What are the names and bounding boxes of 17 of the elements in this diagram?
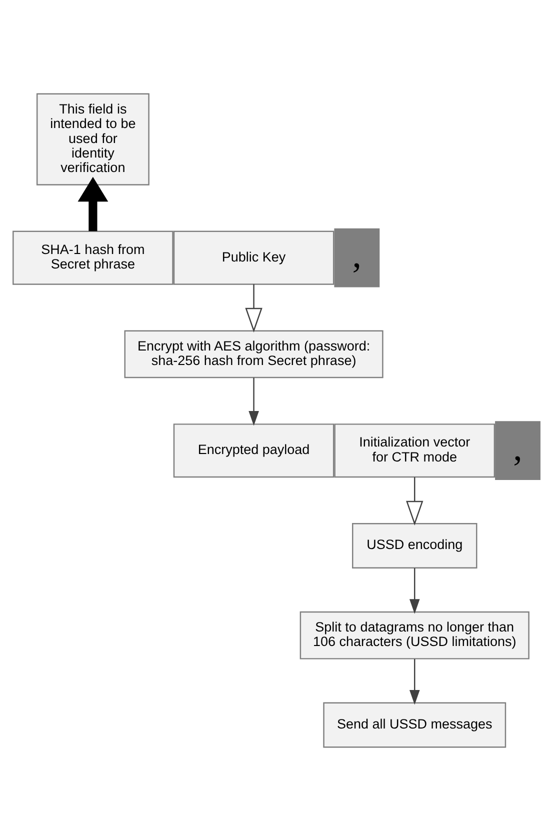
arrow (78, 176, 108, 231)
node-box: Encrypt with AES algorithm (password: sha-256 hash from Secret phrase) (124, 330, 384, 378)
node-box: , (334, 228, 380, 287)
arrow (245, 284, 262, 332)
node-box: This field is intended to be used for identity verification (36, 92, 150, 185)
node-box: , (495, 420, 540, 480)
node-box: Public Key (173, 230, 334, 284)
arrow (248, 377, 259, 426)
arrow (409, 658, 420, 704)
arrow (406, 476, 424, 525)
node-box: Split to datagrams no longer than 106 characters (USSD limitations) (300, 610, 530, 659)
node-box: SHA-1 hash from Secret phrase (12, 230, 174, 284)
node-box: Initialization vector for CTR mode (334, 423, 496, 478)
node-box: USSD encoding (352, 522, 478, 568)
node-box: Encrypted payload (173, 423, 334, 478)
node-box: Send all USSD messages (323, 702, 506, 748)
arrow (409, 568, 420, 614)
